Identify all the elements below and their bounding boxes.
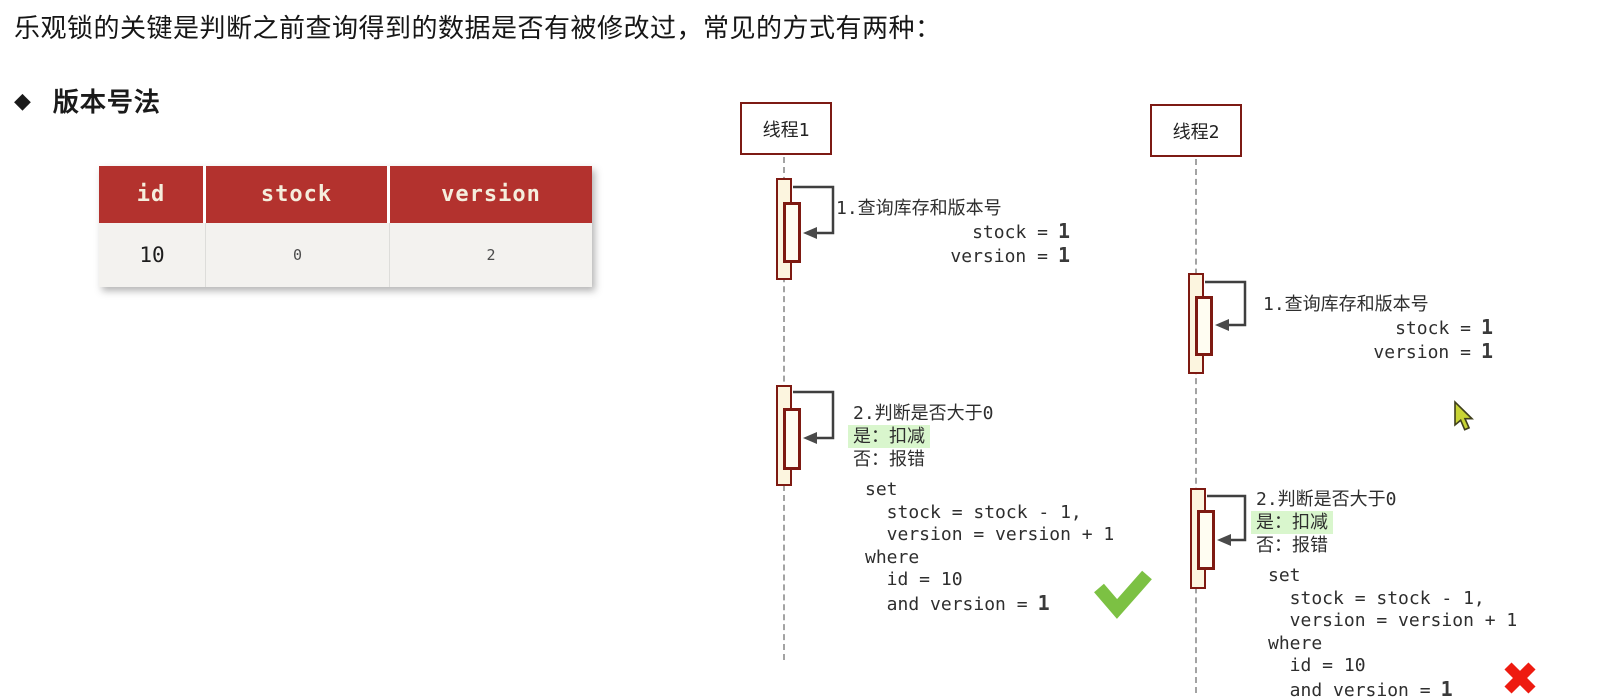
table-header-version: version <box>390 166 592 223</box>
table-header-id: id <box>99 166 206 223</box>
thread1-step2-sql: set stock = stock - 1, version = version… <box>865 479 1115 590</box>
table-cell-stock: 0 <box>206 223 390 287</box>
thread2-header-box: 线程2 <box>1150 104 1242 157</box>
thread2-step1-stock-label: stock = <box>1395 318 1471 339</box>
thread1-step1-note: 1.查询库存和版本号 stock = 1 version = 1 <box>836 197 1070 268</box>
thread2-title: 线程2 <box>1172 121 1220 143</box>
thread1-header-box: 线程1 <box>740 102 832 155</box>
table-row: 10 0 2 <box>99 223 592 287</box>
section-heading: ◆ 版本号法 <box>14 82 161 119</box>
thread2-step2-sql-last: and version = <box>1268 679 1431 697</box>
thread1-step1-stock-value: 1 <box>1057 219 1070 243</box>
thread1-step1-stock-label: stock = <box>972 222 1048 243</box>
thread2-activation2-inner <box>1197 510 1215 570</box>
thread2-step2-caption: 2.判断是否大于0 <box>1256 489 1397 510</box>
mouse-cursor-icon <box>1454 400 1474 431</box>
thread2-lifeline <box>1195 159 1197 693</box>
thread2-step2-yes-branch: 是：扣减 <box>1251 511 1333 534</box>
thread2-step1-version-value: 1 <box>1480 339 1493 363</box>
thread2-step2-sql: set stock = stock - 1, version = version… <box>1268 565 1518 676</box>
thread1-step2-caption: 2.判断是否大于0 <box>853 403 994 424</box>
page-title: 乐观锁的关键是判断之前查询得到的数据是否有被修改过，常见的方式有两种： <box>14 13 942 43</box>
thread2-activation1-inner <box>1195 296 1213 356</box>
thread1-step1-caption: 1.查询库存和版本号 <box>836 198 1002 219</box>
thread2-step2-sql-last-value: 1 <box>1440 676 1453 697</box>
diamond-bullet-icon: ◆ <box>14 87 31 113</box>
table-header-row: id stock version <box>99 166 592 223</box>
thread1-title: 线程1 <box>762 119 810 141</box>
thread1-step1-version-label: version = <box>950 246 1048 267</box>
thread1-activation2-inner <box>783 408 801 470</box>
thread2-step2-note: 2.判断是否大于0 是：扣减 否：报错 set stock = stock - … <box>1251 488 1518 697</box>
thread2-step1-note: 1.查询库存和版本号 stock = 1 version = 1 <box>1263 293 1493 364</box>
thread2-step1-version-label: version = <box>1373 342 1471 363</box>
thread1-step2-sql-last: and version = <box>865 593 1028 615</box>
version-table: id stock version 10 0 2 <box>99 166 592 287</box>
table-cell-id: 10 <box>99 223 206 287</box>
thread1-step1-version-value: 1 <box>1057 243 1070 267</box>
thread2-step1-caption: 1.查询库存和版本号 <box>1263 294 1429 315</box>
table-header-stock: stock <box>206 166 390 223</box>
thread1-step2-sql-last-value: 1 <box>1037 590 1050 615</box>
thread2-step1-stock-value: 1 <box>1480 315 1493 339</box>
thread1-step2-yes-branch: 是：扣减 <box>848 425 930 448</box>
thread2-step2-no-branch: 否：报错 <box>1256 535 1328 556</box>
thread1-step2-note: 2.判断是否大于0 是：扣减 否：报错 set stock = stock - … <box>848 402 1115 616</box>
table-cell-version: 2 <box>390 223 592 287</box>
thread1-activation1-inner <box>783 202 801 263</box>
section-title: 版本号法 <box>52 87 161 117</box>
thread1-step2-no-branch: 否：报错 <box>853 449 925 470</box>
